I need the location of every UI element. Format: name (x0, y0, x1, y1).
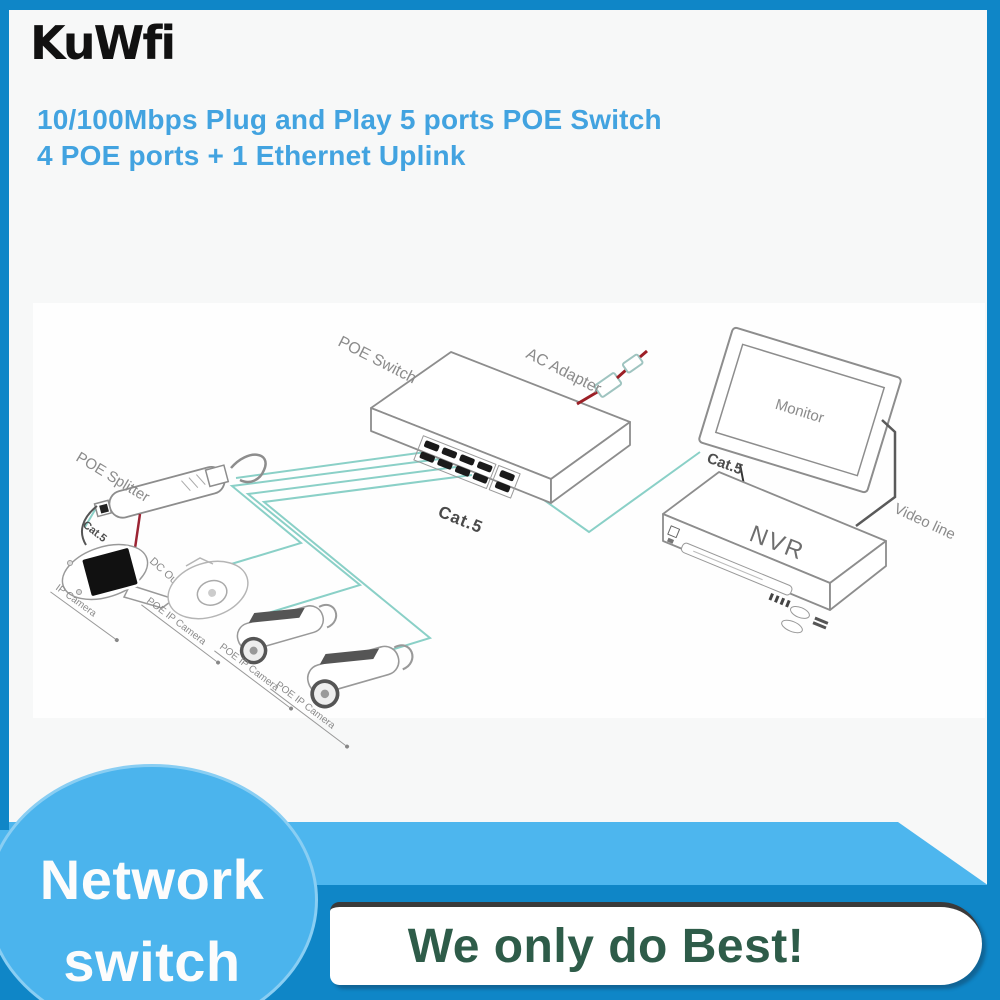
poe-splitter-illustration (81, 453, 267, 563)
slogan-text: We only do Best! (407, 919, 805, 973)
poe-switch-illustration (370, 351, 631, 504)
cat5-main-label: Cat.5 (436, 502, 486, 537)
monitor-illustration: Monitor (698, 326, 902, 494)
headline-line2: 4 POE ports + 1 Ethernet Uplink (37, 140, 466, 171)
nvr-illustration: NVR (662, 471, 887, 634)
video-line-label: Video line (891, 500, 958, 543)
slogan-banner: We only do Best! (330, 902, 982, 985)
frame-border-right (987, 0, 1000, 892)
switch-ports (413, 435, 521, 499)
poe-switch-label: POE Switch (335, 333, 419, 387)
brand-logo: KuWfi (30, 16, 176, 70)
video-line-cable (855, 419, 897, 528)
frame-border-top (0, 0, 1000, 10)
frame-border-left (0, 0, 9, 830)
ip-camera-illustration (61, 543, 176, 609)
poe-camera-2-illustration (236, 603, 338, 665)
ac-adapter-illustration (576, 349, 648, 406)
headline: 10/100Mbps Plug and Play 5 ports POE Swi… (37, 102, 662, 174)
ac-cable (576, 389, 600, 406)
badge-line1: Network (39, 848, 265, 911)
poe-camera-3-illustration (306, 644, 414, 709)
badge-line2: switch (63, 930, 241, 993)
splitter-data-cable (81, 505, 98, 546)
headline-line1: 10/100Mbps Plug and Play 5 ports POE Swi… (37, 104, 662, 135)
poe-camera-1-illustration (167, 557, 249, 620)
category-badge: Network switch (0, 764, 318, 1000)
